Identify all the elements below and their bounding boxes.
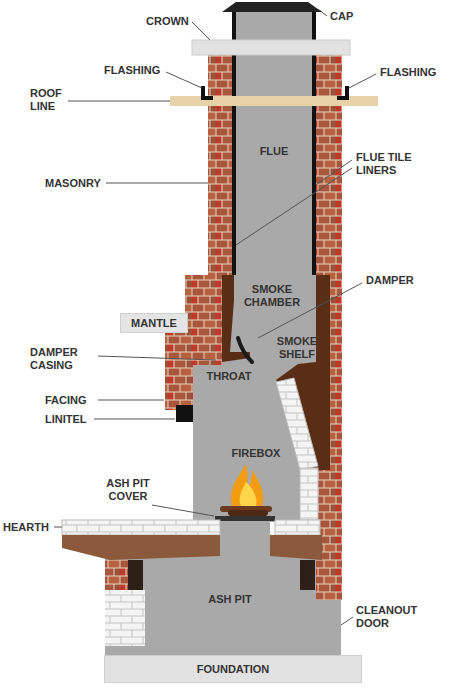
leader-line: [106, 183, 208, 184]
masonry-left: [208, 55, 233, 275]
hearth-bricks: [275, 520, 320, 535]
part-label: DAMPER: [366, 274, 414, 287]
leader-line: [316, 160, 352, 185]
flashing: [203, 86, 213, 98]
leader-line: [152, 505, 214, 516]
part-label: MASONRY: [45, 177, 101, 190]
part-label: FLUE: [260, 145, 289, 158]
part-label: CLEANOUT DOOR: [356, 604, 426, 629]
ash-pit-space: [105, 555, 341, 655]
chimney-breast: [185, 275, 225, 335]
part-label: DAMPER CASING: [30, 346, 92, 371]
leader-line: [94, 419, 175, 420]
part-label: HEARTH: [3, 521, 49, 534]
damper-plate: [238, 338, 252, 362]
leader-line: [166, 72, 202, 88]
fire-log: [228, 510, 268, 516]
ash-pit-wall: [300, 560, 315, 590]
part-label: FLUE TILE LINERS: [356, 151, 422, 176]
foundation-slab: FOUNDATION: [104, 655, 362, 683]
ash-chute: [220, 518, 270, 560]
flashing: [337, 86, 347, 98]
part-label: FLASHING: [380, 66, 436, 79]
part-label: THROAT: [206, 370, 251, 383]
base-bricks: [105, 590, 145, 646]
hearth-base: [62, 535, 220, 560]
leader-line: [98, 400, 164, 401]
part-label: LINITEL: [45, 413, 87, 426]
part-label: FIREBOX: [232, 447, 281, 460]
leader-line: [349, 74, 376, 88]
firebrick-wall: [276, 378, 318, 470]
facing-bricks: [165, 365, 193, 410]
firebrick-wall: [300, 468, 318, 520]
crown-slab: [192, 40, 350, 55]
part-label: FOUNDATION: [197, 663, 270, 676]
hearth-bricks: [62, 520, 220, 535]
part-label: MANTLE: [131, 317, 177, 330]
leader-line: [68, 101, 170, 102]
damper-casing: [222, 275, 250, 362]
part-label: FLASHING: [104, 64, 160, 77]
mantle-box: MANTLE: [120, 313, 188, 333]
fire-flame: [231, 464, 263, 506]
part-label: CROWN: [146, 15, 189, 28]
leader-line: [98, 356, 216, 360]
leader-line: [54, 527, 62, 528]
leader-lines: [54, 9, 376, 625]
fire-flame: [240, 482, 257, 506]
chimney-cap: [222, 2, 322, 12]
leader-line: [318, 9, 327, 16]
part-label: SMOKE CHAMBER: [240, 283, 304, 308]
hearth-base: [270, 535, 322, 560]
part-label: ASH PIT COVER: [101, 477, 155, 502]
part-label: ROOF LINE: [30, 87, 70, 112]
leader-line: [236, 168, 352, 245]
part-label: FACING: [45, 394, 87, 407]
part-label: ASH PIT: [208, 593, 251, 606]
ash-pit-wall: [128, 560, 143, 590]
part-label: SMOKE SHELF: [275, 335, 319, 360]
leader-line: [192, 22, 210, 40]
leader-line: [341, 617, 353, 625]
part-label: CAP: [330, 10, 353, 23]
lintel: [176, 405, 193, 422]
ash-pit-cover: [215, 516, 275, 521]
base-bricks: [105, 560, 128, 590]
